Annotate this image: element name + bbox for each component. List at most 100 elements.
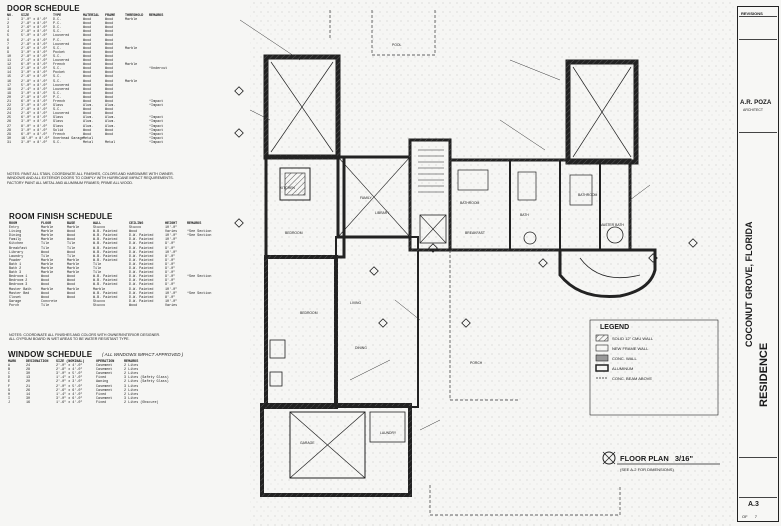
door-table-cell: 3'-0" x 8'-0" (21, 91, 48, 96)
plan-subtitle: (SEE A-2 FOR DIMENSIONS) (620, 467, 674, 472)
room_finish-table-cell: Family (9, 238, 22, 243)
sheet-of: OF 7 (742, 513, 757, 520)
door-table-cell: Alum. (105, 116, 116, 121)
door-table-cell: Marble (125, 18, 138, 23)
door-table-cell: 3'-0" x 8'-0" (21, 18, 48, 23)
room-label: GARAGE (300, 441, 315, 445)
room-label: LIBRARY (375, 211, 390, 215)
door-table-cell: *Impact (149, 116, 164, 121)
room_finish-table-cell: Porch (9, 303, 20, 308)
door-table-cell: Wood (83, 59, 92, 64)
firm-name: A.R. POZA (740, 99, 772, 106)
door-table-cell: D.C. (53, 18, 62, 23)
door-table-cell: 13 (7, 67, 12, 72)
door-table-cell: 27 (7, 124, 12, 129)
room_finish-table-cell: W.B. Painted (93, 283, 118, 288)
door-table-cell: Wood (105, 46, 114, 51)
door-column-header: FRAME (105, 14, 116, 18)
window-table-cell: D (8, 376, 11, 381)
door-table-cell: 6'-0" x 8'-0" (21, 132, 48, 137)
door-table-cell: 3'-0" x 8'-0" (21, 104, 48, 109)
firm-subtitle: ARCHITECT (743, 108, 764, 112)
room-label: LAUNDRY (380, 431, 397, 435)
door-table-cell: S.C. (53, 67, 62, 72)
legend-box (589, 319, 719, 416)
door-column-header: THRESHOLD (125, 14, 144, 18)
door-table-cell: 9 (7, 50, 10, 55)
door-column-header: REMARKS (149, 14, 164, 18)
window-table-cell: 2 Lites (124, 372, 139, 377)
room_finish-table-cell: Breakfast (9, 246, 28, 251)
room_finish-table-cell: Wood (67, 283, 76, 288)
window-table-cell: Fixed (96, 400, 107, 405)
room_finish-table-cell: Tile (93, 262, 102, 267)
door-table-cell: Overhead Garage (53, 136, 84, 141)
room_finish-table-cell: Wood (129, 303, 138, 308)
door-table-cell: Louvered (53, 87, 70, 92)
room_finish-table-cell: Marble (67, 267, 80, 272)
window-schedule-title: WINDOW SCHEDULE (8, 350, 93, 359)
door-table-cell: 11 (7, 59, 12, 64)
window-table-cell: 21 (26, 384, 31, 389)
room_finish-table-cell: W.B. Painted (93, 291, 118, 296)
door-table-cell: P.C. (53, 22, 62, 27)
window-column-header: REMARKS (124, 360, 139, 364)
room_finish-table-cell: 10'-0" (165, 299, 178, 304)
window-table-cell: C (8, 372, 11, 377)
room-finish-note: ALL GYPSUM BOARD IN WET AREAS TO BE WATE… (9, 337, 130, 342)
door-table-cell: 16'-0" x 8'-0" (21, 136, 50, 141)
window-table-cell: 30 (26, 372, 31, 377)
door-table-cell: 2'-6" x 8'-0" (21, 112, 48, 117)
room_finish-table-cell: D.W. Painted (129, 275, 154, 280)
window-table-cell: 2 Lites (Safety Glass) (124, 380, 169, 385)
door-table-cell (125, 141, 145, 145)
title-divider-2 (739, 457, 777, 458)
window-table-cell: 1'-6" x 4'-0" (56, 400, 83, 405)
window-column-header: DESIGNATION (26, 360, 49, 364)
window-table-cell: 30 (26, 396, 31, 401)
door-table-cell: 2'-8" x 8'-0" (21, 79, 48, 84)
door-table-cell: 14 (7, 71, 12, 76)
door-table-cell: 2'-8" x 8'-0" (21, 67, 48, 72)
door-table-cell: 2'-6" x 8'-0" (21, 46, 48, 51)
window-table-cell: 2 Lites (124, 392, 139, 397)
door-table-cell: Wood (105, 99, 114, 104)
door-table-cell: Wood (83, 71, 92, 76)
room_finish-column-header: ROOM (9, 222, 18, 226)
door-table-cell: Marble (125, 63, 138, 68)
door-table-cell: Wood (105, 38, 114, 43)
room_finish-table-cell: Marble (67, 258, 80, 263)
room_finish-table-cell: 8'-0" (165, 295, 176, 300)
room_finish-table-cell: W.B. Painted (93, 230, 118, 235)
door-table-cell: P.C. (53, 38, 62, 43)
door-table-cell: 2'-8" x 8'-0" (21, 108, 48, 113)
room_finish-table-cell: D.W. Painted (129, 283, 154, 288)
room_finish-column-header: BASE (67, 222, 76, 226)
room_finish-table-cell: W.B. Painted (93, 246, 118, 251)
room_finish-table-cell: Wood (67, 230, 76, 235)
door-table-cell: 2'-4" x 8'-0" (21, 38, 48, 43)
room_finish-table-cell: Tile (67, 242, 76, 247)
left-wing-walls (263, 54, 346, 409)
room_finish-table-cell: Wood (41, 291, 50, 296)
door-table-cell: Wood (83, 91, 92, 96)
door-table-cell: Alum. (105, 120, 116, 125)
window-table-cell: 2'-0" x 4'-0" (56, 364, 83, 369)
room_finish-table-cell: W.B. Painted (93, 234, 118, 239)
